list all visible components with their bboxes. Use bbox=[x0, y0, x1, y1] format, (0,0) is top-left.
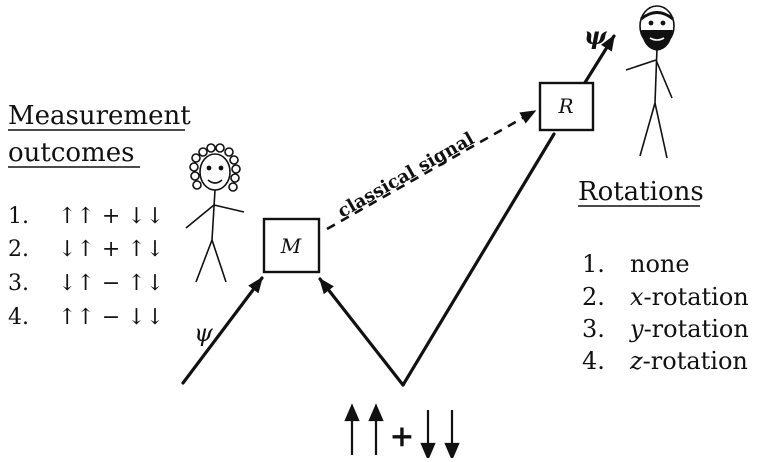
rotation-item-label: none bbox=[630, 250, 690, 278]
measurement-item: 1. ↑↑ + ↓↓ bbox=[8, 204, 164, 229]
measurement-box-label: M bbox=[280, 234, 302, 258]
classical-signal-arrow bbox=[326, 109, 537, 231]
measurement-item-number: 1. bbox=[8, 204, 29, 229]
spin-down-arrow-head bbox=[420, 442, 436, 461]
rotation-item-label: -rotation bbox=[643, 347, 748, 375]
spin-up-arrow-head bbox=[344, 403, 360, 422]
measurement-item-state: ↓↑ + ↑↓ bbox=[58, 237, 164, 262]
rotation-item-label: -rotation bbox=[644, 283, 749, 311]
measurement-item-number: 3. bbox=[8, 271, 29, 296]
measurement-item-number: 2. bbox=[8, 237, 29, 262]
measurement-outcomes-panel: Measurement outcomes 1. ↑↑ + ↓↓ 2. ↓↑ + … bbox=[8, 101, 191, 330]
measurement-item-state: ↑↑ + ↓↓ bbox=[58, 204, 164, 229]
stick-figure-bearded-icon bbox=[625, 5, 675, 159]
input-state-arrow bbox=[181, 276, 264, 385]
svg-text:none: none bbox=[630, 250, 690, 278]
svg-text:y-rotation: y-rotation bbox=[629, 315, 749, 343]
rotation-item-axis: z bbox=[629, 347, 643, 375]
entangled-to-sender-arrow bbox=[318, 277, 405, 387]
rotation-box: R bbox=[538, 81, 595, 132]
measurement-item-state: ↓↑ − ↑↓ bbox=[58, 271, 164, 296]
rotation-item-axis: y bbox=[629, 315, 644, 343]
entangled-to-receiver-path bbox=[401, 132, 556, 387]
rotation-item-axis: x bbox=[630, 283, 644, 311]
measurement-item: 4. ↑↑ − ↓↓ bbox=[8, 305, 164, 330]
rotation-item: 1. none bbox=[582, 250, 690, 278]
entangled-plus-sign: + bbox=[389, 419, 414, 454]
rotations-panel: Rotations 1. none 2. x-rotation 3. y-rot… bbox=[578, 177, 749, 375]
classical-signal-label: classical signal bbox=[334, 128, 478, 222]
entangled-pair-icon bbox=[344, 403, 460, 461]
measurement-item-state: ↑↑ − ↓↓ bbox=[58, 305, 164, 330]
measurement-item-number: 4. bbox=[8, 305, 29, 330]
rotation-item-number: 2. bbox=[582, 283, 605, 311]
rotation-item: 4. z-rotation bbox=[582, 347, 748, 375]
rotation-box-label: R bbox=[557, 94, 573, 118]
measurement-heading-line2: outcomes bbox=[8, 138, 134, 168]
psi-output-label: ψ bbox=[584, 21, 608, 50]
rotation-item-number: 4. bbox=[582, 347, 605, 375]
rotation-item: 3. y-rotation bbox=[582, 315, 749, 343]
measurement-item: 3. ↓↑ − ↑↓ bbox=[8, 271, 164, 296]
measurement-heading-line1: Measurement bbox=[8, 101, 191, 131]
svg-text:x-rotation: x-rotation bbox=[630, 283, 749, 311]
rotation-item-number: 1. bbox=[582, 250, 605, 278]
rotations-heading: Rotations bbox=[578, 177, 704, 207]
svg-text:z-rotation: z-rotation bbox=[629, 347, 748, 375]
rotation-item-number: 3. bbox=[582, 315, 605, 343]
psi-input-label: ψ bbox=[194, 319, 214, 347]
spin-up-arrow-head bbox=[368, 403, 384, 422]
stick-figure-curly-hair-icon bbox=[185, 143, 245, 283]
spin-down-arrow-head bbox=[444, 442, 460, 461]
measurement-item: 2. ↓↑ + ↑↓ bbox=[8, 237, 164, 262]
measurement-box: M bbox=[262, 217, 321, 274]
rotation-item: 2. x-rotation bbox=[582, 283, 749, 311]
rotation-item-label: -rotation bbox=[644, 315, 749, 343]
